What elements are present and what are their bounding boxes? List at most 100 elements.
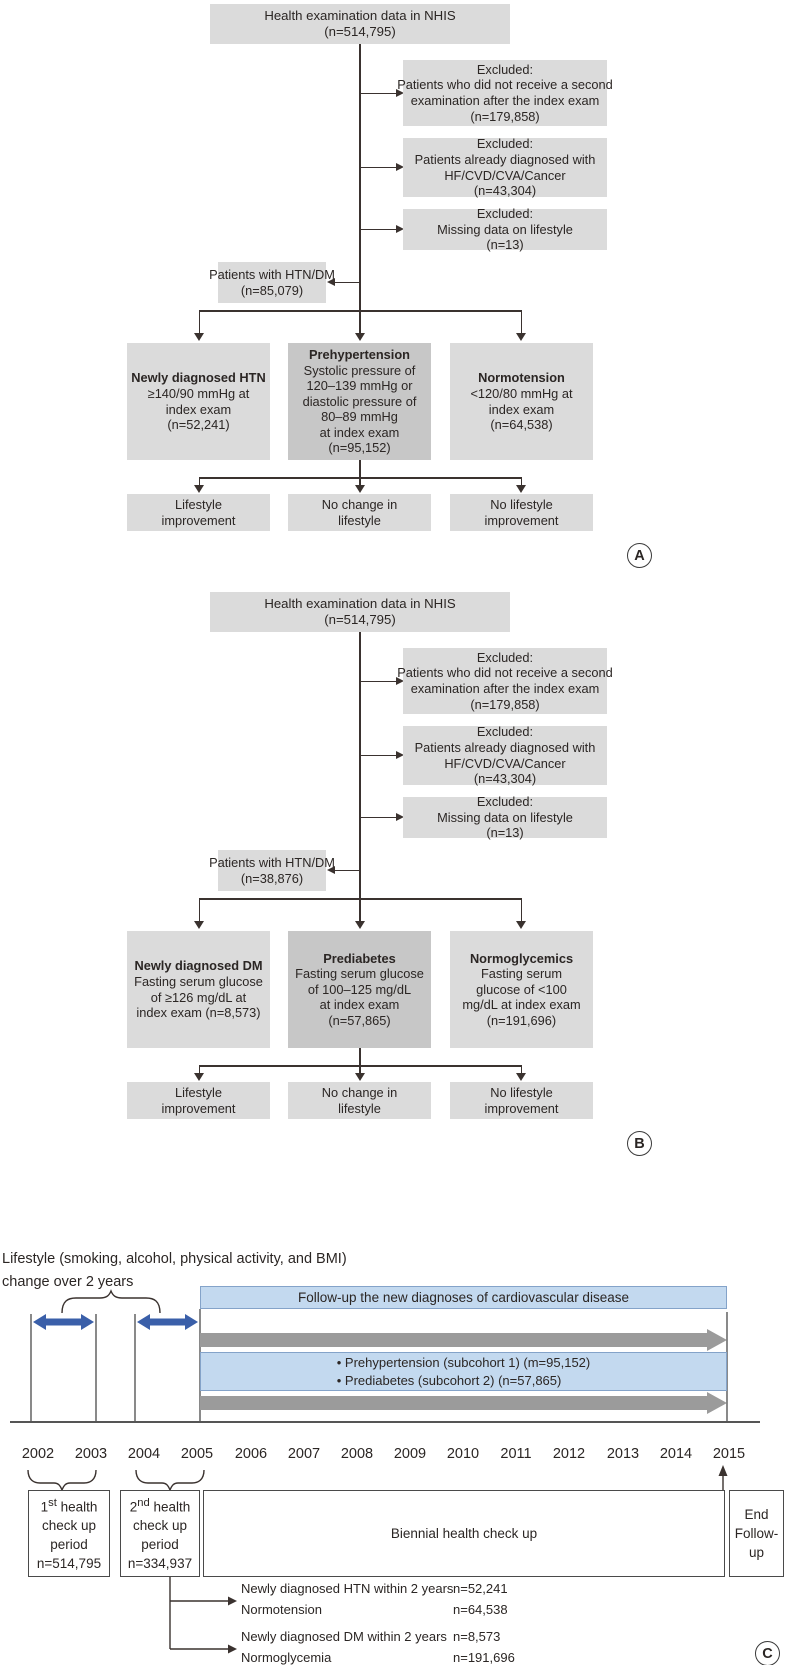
excluded-box-2: Excluded: Patients already diagnosed wit… [403, 136, 607, 198]
branch-label: Newly diagnosed DM within 2 years [241, 1629, 447, 1644]
cohort-box: Patients with HTN/DM (n=38,876) [209, 850, 335, 891]
followup-bar: Follow-up the new diagnoses of cardiovas… [200, 1286, 727, 1309]
excluded-box-3: Excluded: Missing data on lifestyle (n=1… [403, 794, 607, 840]
arrowhead-icon [194, 333, 204, 341]
panel-badge: A [627, 543, 652, 568]
year-label: 2003 [74, 1446, 108, 1462]
arrowhead-icon [194, 1073, 204, 1081]
group-box-2: Prediabetes Fasting serum glucose of 100… [288, 931, 431, 1048]
group-body: <120/80 mmHg at index exam (n=64,538) [470, 385, 573, 433]
group-title: Prehypertension [309, 346, 410, 362]
outcome-box-3: No lifestyle improvement [450, 1082, 593, 1119]
connector-line [520, 1065, 522, 1074]
arrowhead-icon [396, 812, 404, 821]
cohort-box: Patients with HTN/DM (n=85,079) [209, 262, 335, 303]
arrowhead-icon [327, 865, 335, 874]
group-box-2: Prehypertension Systolic pressure of 120… [288, 343, 431, 460]
end-followup-box: End Follow- up [729, 1490, 784, 1577]
connector-line [359, 1065, 361, 1074]
checkup-line1: 2nd health [129, 1496, 191, 1515]
connector-line [360, 816, 397, 818]
first-checkup-box: 1st health check up period n=514,795 [28, 1490, 110, 1577]
arrowhead-icon [516, 333, 526, 341]
branch-line [199, 477, 522, 479]
connector-line [359, 898, 361, 921]
source-box: Health examination data in NHIS (n=514,7… [210, 592, 510, 632]
outcome-box-1: Lifestyle improvement [127, 1082, 270, 1119]
arrowhead-icon [516, 921, 526, 929]
arrowhead-icon [516, 1073, 526, 1081]
brace-check1 [27, 1469, 97, 1492]
timeline-graphics [10, 1289, 760, 1654]
connector-line [360, 92, 397, 94]
arrowhead-icon [396, 750, 404, 759]
connector-line [359, 44, 361, 310]
followup-arrow-bottom [200, 1392, 727, 1414]
connector-line [360, 228, 397, 230]
group-body: ≥140/90 mmHg at index exam (n=52,241) [147, 385, 250, 433]
group-box-3: Normotension <120/80 mmHg at index exam … [450, 343, 593, 460]
arrowhead-icon [354, 333, 365, 341]
connector-line [360, 754, 397, 756]
arrowhead-icon [354, 921, 365, 929]
arrowhead-icon [354, 1073, 365, 1081]
branch-value: n=52,241 [453, 1581, 508, 1596]
arrowhead-icon [194, 485, 204, 493]
brace-top [61, 1289, 161, 1314]
branch-value: n=8,573 [453, 1629, 501, 1644]
timeline-guide-lines [30, 1309, 728, 1422]
branch-label: Normoglycemia [241, 1650, 332, 1665]
connector-line [359, 1048, 361, 1065]
outcome-box-2: No change in lifestyle [288, 1082, 431, 1119]
subcohort-text: • Prehypertension (subcohort 1) (m=95,15… [336, 1354, 591, 1388]
arrowhead-icon [194, 921, 204, 929]
group-body: Fasting serum glucose of <100 mg/dL at i… [462, 966, 581, 1028]
connector-line [198, 1065, 200, 1074]
branch-label: Newly diagnosed HTN within 2 years [241, 1581, 454, 1596]
connector-line [360, 166, 397, 168]
group-body: Systolic pressure of 120–139 mmHg or dia… [302, 362, 417, 456]
connector-line [520, 310, 522, 333]
year-label: 2002 [21, 1446, 55, 1462]
excluded-box-3: Excluded: Missing data on lifestyle (n=1… [403, 206, 607, 252]
group-title: Prediabetes [323, 950, 396, 966]
year-label: 2014 [659, 1446, 693, 1462]
arrowhead-icon [396, 224, 404, 233]
connector-line [520, 898, 522, 921]
connector-line [359, 310, 361, 333]
group-title: Newly diagnosed DM [134, 958, 263, 974]
connector-line [520, 477, 522, 486]
panel-badge: B [627, 1131, 652, 1156]
group-box-3: Normoglycemics Fasting serum glucose of … [450, 931, 593, 1048]
panel-b: Health examination data in NHIS (n=514,7… [0, 588, 786, 1168]
outcome-box-2: No change in lifestyle [288, 494, 431, 531]
checkup-rest: check up period n=514,795 [36, 1518, 102, 1572]
arrowhead-icon [396, 88, 404, 97]
group-title: Normotension [478, 370, 565, 386]
arrowhead-icon [228, 1596, 237, 1606]
year-label: 2011 [500, 1446, 532, 1462]
year-label: 2005 [180, 1446, 214, 1462]
branch-line [199, 310, 522, 312]
branch-line [199, 898, 522, 900]
arrowhead-icon [718, 1465, 728, 1476]
branch-lines [169, 1577, 229, 1650]
branch-line [199, 1065, 522, 1067]
excluded-box-1: Excluded: Patients who did not receive a… [397, 60, 613, 126]
group-box-1: Newly diagnosed HTN ≥140/90 mmHg at inde… [127, 343, 270, 460]
connector-line [359, 477, 361, 486]
branch-row-3: Newly diagnosed DM within 2 years n=8,57… [241, 1629, 571, 1644]
year-label: 2007 [287, 1446, 321, 1462]
connector-line [359, 632, 361, 898]
branch-label: Normotension [241, 1602, 322, 1617]
year-label: 2006 [234, 1446, 268, 1462]
year-label: 2004 [127, 1446, 161, 1462]
panel-a: Health examination data in NHIS (n=514,7… [0, 0, 786, 580]
connector-line [198, 310, 200, 333]
year-label: 2012 [552, 1446, 586, 1462]
arrowhead-icon [516, 485, 526, 493]
branch-value: n=191,696 [453, 1650, 515, 1665]
second-checkup-box: 2nd health check up period n=334,937 [120, 1490, 200, 1577]
checkup-rest: check up period n=334,937 [127, 1518, 193, 1572]
source-box: Health examination data in NHIS (n=514,7… [210, 4, 510, 44]
